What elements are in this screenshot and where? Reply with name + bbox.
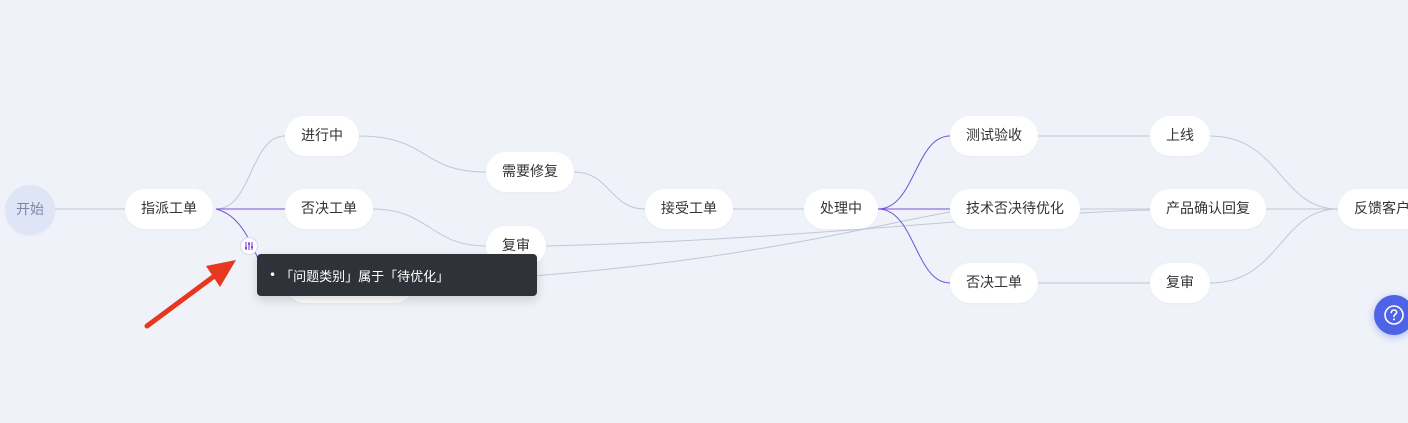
edge-assign-inprogress [215,135,286,210]
edge-golive-feedback [1209,135,1339,210]
edge-processing-test [877,135,951,210]
edge-processing-reject2 [877,208,951,284]
edge-needfix-accept [573,171,646,210]
tooltip-bullet: • [269,268,277,282]
node-tech-reject-optimize[interactable]: 技术否决待优化 [950,189,1080,229]
edge-inprogress-needfix [357,135,487,173]
condition-tooltip: • 「问题类别」属于「待优化」 [257,254,537,296]
node-review-2[interactable]: 复审 [1150,263,1210,303]
node-feedback-customer[interactable]: 反馈客户 [1338,189,1408,229]
node-accept-ticket[interactable]: 接受工单 [645,189,733,229]
node-assign-ticket[interactable]: 指派工单 [125,189,213,229]
node-reject-ticket-2[interactable]: 否决工单 [950,263,1038,303]
filter-condition-button[interactable] [240,237,258,255]
node-test-acceptance[interactable]: 测试验收 [950,116,1038,156]
tooltip-text: 「问题类别」属于「待优化」 [280,269,450,285]
node-processing[interactable]: 处理中 [804,189,878,229]
node-start[interactable]: 开始 [5,185,55,235]
help-circle-icon [1384,305,1404,325]
edge-review2-feedback [1209,208,1339,284]
node-need-fix[interactable]: 需要修复 [486,152,574,192]
filter-sliders-icon [245,242,253,250]
node-go-live[interactable]: 上线 [1150,116,1210,156]
help-button[interactable] [1374,295,1408,335]
node-product-confirm-reply[interactable]: 产品确认回复 [1150,189,1266,229]
node-reject-ticket-1[interactable]: 否决工单 [285,189,373,229]
edge-review-productconfirm [545,209,1151,247]
node-in-progress[interactable]: 进行中 [285,116,359,156]
edge-reject-review [371,208,487,247]
